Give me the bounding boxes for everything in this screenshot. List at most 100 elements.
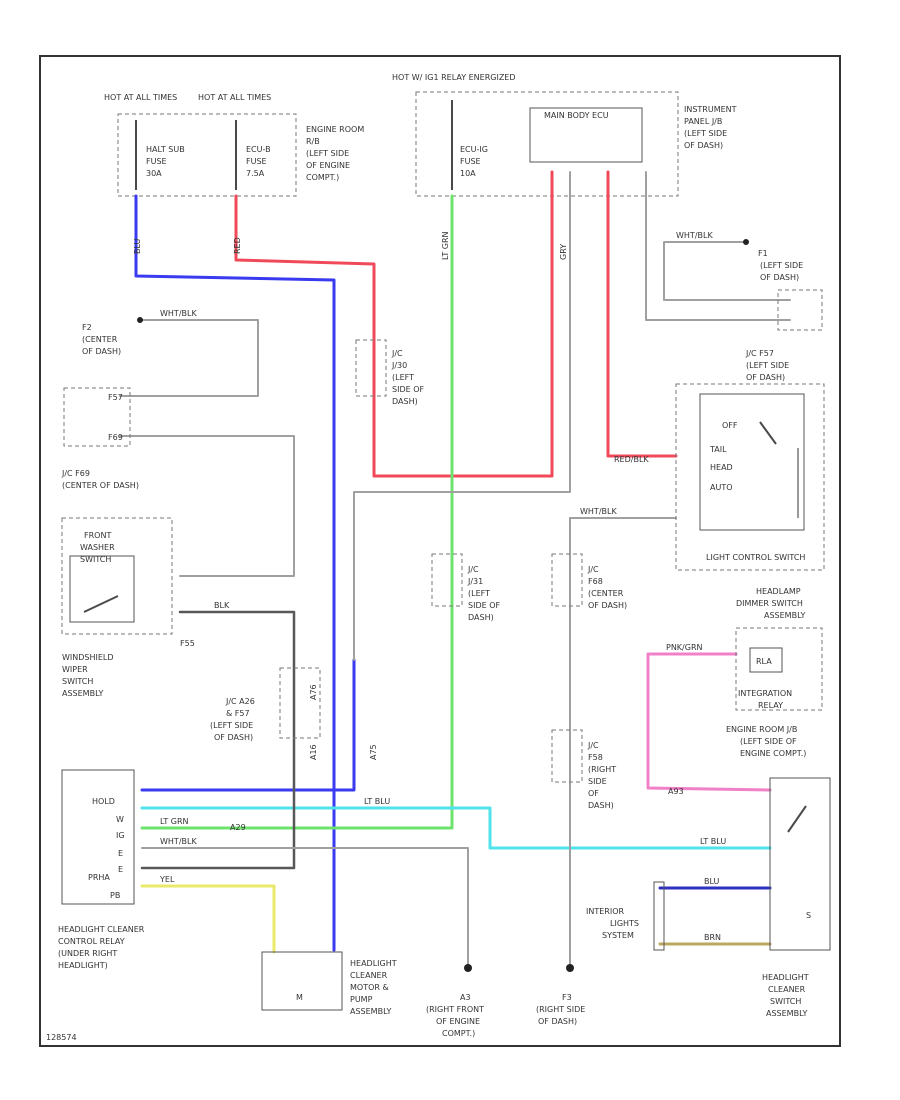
jc-a26-left-dash: J/C A26 & F57 (LEFT SIDE OF DASH): [210, 667, 321, 742]
svg-text:SYSTEM: SYSTEM: [602, 931, 634, 940]
jc-f69-center-dash: J/C F69 (CENTER OF DASH): [61, 387, 139, 490]
headlamp-dimmer-switch: HEADLAMP DIMMER SWITCH ASSEMBLY RLA INTE…: [735, 587, 823, 711]
svg-text:IG: IG: [116, 831, 125, 840]
svg-text:E: E: [118, 849, 123, 858]
light-control-switch: J/C F57 (LEFT SIDE OF DASH) OFF TAIL HEA…: [675, 349, 825, 571]
svg-text:J/C: J/C: [391, 349, 403, 358]
svg-text:(CENTER: (CENTER: [82, 335, 118, 344]
svg-text:SWITCH: SWITCH: [770, 997, 801, 1006]
f3-right-dash-ground: F3 (RIGHT SIDE OF DASH): [536, 964, 585, 1026]
lt-grn-wire-label: LT GRN: [441, 231, 450, 260]
lt-grn-wire: [140, 194, 454, 830]
svg-text:SIDE OF: SIDE OF: [392, 385, 424, 394]
a3-right-front-ground: A3 (RIGHT FRONT OF ENGINE COMPT.): [426, 964, 484, 1038]
svg-text:TAIL: TAIL: [709, 445, 727, 454]
svg-text:LIGHTS: LIGHTS: [610, 919, 639, 928]
blu-wire-label: BLU: [133, 238, 142, 254]
hot-at-all-times-label-2: HOT AT ALL TIMES: [198, 93, 271, 102]
svg-text:J/C: J/C: [587, 565, 599, 574]
brn-interior-label: BRN: [704, 933, 721, 942]
svg-text:ENGINE ROOM J/B: ENGINE ROOM J/B: [726, 725, 797, 734]
wht-blk-f2-wire: [119, 319, 259, 397]
svg-text:J/C F69: J/C F69: [61, 469, 90, 478]
figure-id: 128574: [46, 1033, 77, 1042]
wht-blk-ground-label: WHT/BLK: [160, 837, 197, 846]
svg-text:F2: F2: [82, 323, 92, 332]
front-washer-switch: FRONT WASHER SWITCH F55: [61, 517, 195, 648]
svg-text:(RIGHT FRONT: (RIGHT FRONT: [426, 1005, 484, 1014]
svg-text:CLEANER: CLEANER: [768, 985, 806, 994]
svg-text:E: E: [118, 865, 123, 874]
svg-text:RELAY: RELAY: [758, 701, 783, 710]
svg-text:DASH): DASH): [392, 397, 418, 406]
lt-grn-wire-label-2: LT GRN: [160, 817, 189, 826]
svg-text:OF DASH): OF DASH): [684, 141, 723, 150]
svg-text:OF DASH): OF DASH): [214, 733, 253, 742]
red-blk-wire: [606, 170, 678, 458]
svg-text:WINDSHIELD: WINDSHIELD: [62, 653, 114, 662]
blu-wire-main: [134, 194, 336, 952]
wht-blk-f1-wire: [645, 171, 791, 321]
wht-blk-ground-wire: [141, 847, 469, 967]
svg-text:(UNDER RIGHT: (UNDER RIGHT: [58, 949, 117, 958]
svg-text:(LEFT SIDE: (LEFT SIDE: [684, 129, 727, 138]
svg-text:DIMMER SWITCH: DIMMER SWITCH: [736, 599, 803, 608]
svg-text:OF DASH): OF DASH): [746, 373, 785, 382]
svg-text:OF DASH): OF DASH): [588, 601, 627, 610]
svg-text:(LEFT: (LEFT: [392, 373, 414, 382]
gry-wire: [353, 171, 571, 661]
svg-text:HOLD: HOLD: [92, 797, 115, 806]
svg-text:F1: F1: [758, 249, 768, 258]
ecu-b-fuse: ECU-B FUSE 7.5A: [235, 120, 271, 190]
svg-text:J/C: J/C: [467, 565, 479, 574]
svg-text:COMPT.): COMPT.): [442, 1029, 475, 1038]
connector-a93: A93: [668, 787, 684, 796]
svg-text:DASH): DASH): [468, 613, 494, 622]
svg-text:FUSE: FUSE: [246, 157, 267, 166]
svg-text:INSTRUMENT: INSTRUMENT: [684, 105, 737, 114]
engine-room-rb-label: ENGINE ROOM R/B (LEFT SIDE OF ENGINE COM…: [306, 125, 364, 182]
svg-text:SWITCH: SWITCH: [80, 555, 111, 564]
svg-text:INTEGRATION: INTEGRATION: [738, 689, 792, 698]
svg-text:HEAD: HEAD: [710, 463, 733, 472]
jc-f68-center-dash: J/C F68 (CENTER OF DASH): [551, 553, 627, 610]
svg-text:R/B: R/B: [306, 137, 320, 146]
red-blk-wire-label: RED/BLK: [614, 455, 649, 464]
engine-room-jb-label: ENGINE ROOM J/B (LEFT SIDE OF ENGINE COM…: [726, 725, 806, 758]
svg-text:30A: 30A: [146, 169, 162, 178]
halt-sub-fuse: HALT SUB FUSE 30A: [135, 120, 185, 190]
svg-text:J/30: J/30: [391, 361, 407, 370]
svg-text:WASHER: WASHER: [80, 543, 115, 552]
svg-text:FUSE: FUSE: [146, 157, 167, 166]
svg-text:(LEFT SIDE OF: (LEFT SIDE OF: [740, 737, 797, 746]
svg-text:ECU-B: ECU-B: [246, 145, 271, 154]
headlight-cleaner-relay: HOLD W IG E E PRHA PB HEADLIGHT CLEANER …: [58, 769, 145, 970]
lt-blu-wire-label: LT BLU: [364, 797, 390, 806]
svg-text:RLA: RLA: [756, 657, 772, 666]
connector-a16: A16: [309, 744, 318, 760]
svg-text:& F57: & F57: [226, 709, 250, 718]
svg-text:J/C F57: J/C F57: [745, 349, 774, 358]
wht-blk-f2-return: [119, 435, 295, 577]
jc-j31-left-dash: J/C J/31 (LEFT SIDE OF DASH): [431, 553, 500, 622]
svg-text:J/C: J/C: [587, 741, 599, 750]
connector-f69: F69: [108, 433, 123, 442]
svg-text:A3: A3: [460, 993, 471, 1002]
svg-text:(CENTER OF DASH): (CENTER OF DASH): [62, 481, 139, 490]
svg-text:(RIGHT SIDE: (RIGHT SIDE: [536, 1005, 585, 1014]
svg-text:S: S: [806, 911, 811, 920]
svg-text:PUMP: PUMP: [350, 995, 373, 1004]
pnk-grn-wire-label: PNK/GRN: [666, 643, 703, 652]
svg-text:MOTOR &: MOTOR &: [350, 983, 389, 992]
diagram-frame: [39, 55, 841, 1047]
svg-text:INTERIOR: INTERIOR: [586, 907, 625, 916]
svg-text:COMPT.): COMPT.): [306, 173, 339, 182]
svg-text:HEADLIGHT: HEADLIGHT: [350, 959, 397, 968]
instrument-panel-jb-label: INSTRUMENT PANEL J/B (LEFT SIDE OF DASH): [684, 105, 737, 150]
yel-wire-label: YEL: [159, 875, 175, 884]
hot-ig-relay-label: HOT W/ IG1 RELAY ENERGIZED: [392, 73, 516, 82]
wht-blk-f2-label: WHT/BLK: [160, 309, 197, 318]
f2-center-dash-ground: F2 (CENTER OF DASH): [82, 317, 143, 356]
svg-text:F55: F55: [180, 639, 195, 648]
